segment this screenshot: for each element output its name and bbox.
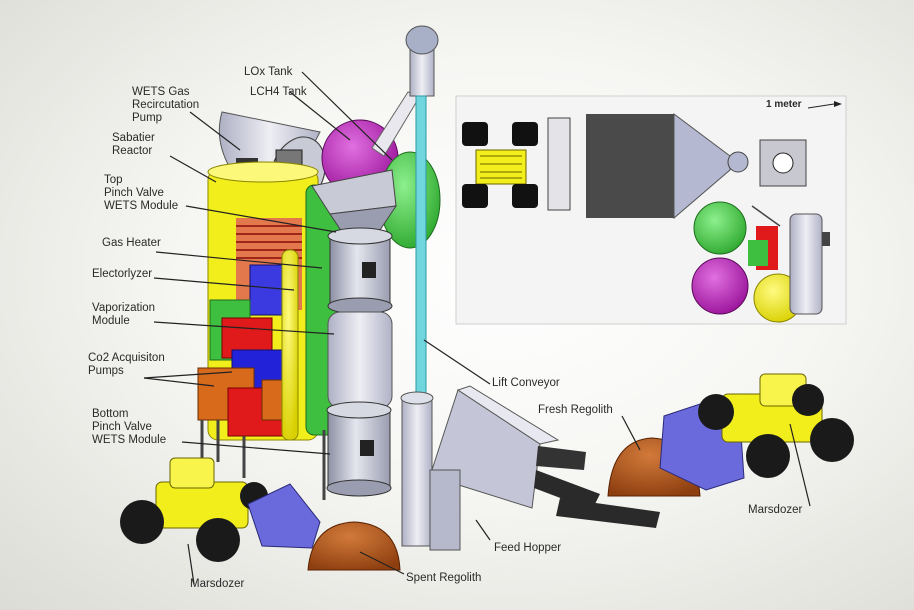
marsdozer-right [659,373,854,491]
label-spent-regolith: Spent Regolith [406,572,482,584]
label-marsdozer-left: Marsdozer [190,578,245,590]
label-lch4-tank: LCH4 Tank [250,86,307,98]
label-bottom-pinch-valve: Bottom Pinch Valve WETS Module [92,408,167,446]
yellow-pipe [281,249,299,441]
label-feed-hopper: Feed Hopper [494,542,562,554]
top-pinch-valve-module [327,227,393,315]
label-top-pinch-valve: Top Pinch Valve WETS Module [104,174,179,212]
marsdozer-left [120,457,321,562]
label-fresh-regolith: Fresh Regolith [538,404,613,416]
co2-acquisition-pumps [197,367,297,437]
label-marsdozer-right: Marsdozer [748,504,803,516]
leader-lines [143,71,811,585]
support-legs [200,420,326,500]
label-electrolyzer: Electorlyzer [92,268,153,280]
label-vaporization-module: Vaporization Module [92,302,156,327]
label-lift-conveyor: Lift Conveyor [492,377,560,389]
lift-conveyor [371,25,439,547]
label-wets-gas-recirculation-pump: WETS Gas Recircutation Pump [132,86,200,124]
bottom-pinch-valve-module [326,401,392,497]
feed-hopper [429,385,560,551]
label-gas-heater: Gas Heater [102,237,161,249]
label-lox-tank: LOx Tank [244,66,293,78]
spent-regolith-pile [307,521,401,571]
label-scale: 1 meter [766,99,802,110]
dark-ramps [534,446,660,528]
label-sabatier-reactor: Sabatier Reactor [112,132,155,157]
vaporization-module [327,311,393,409]
top-view-inset [455,95,847,325]
label-co2-acquisition-pumps: Co2 Acquisiton Pumps [88,352,165,377]
